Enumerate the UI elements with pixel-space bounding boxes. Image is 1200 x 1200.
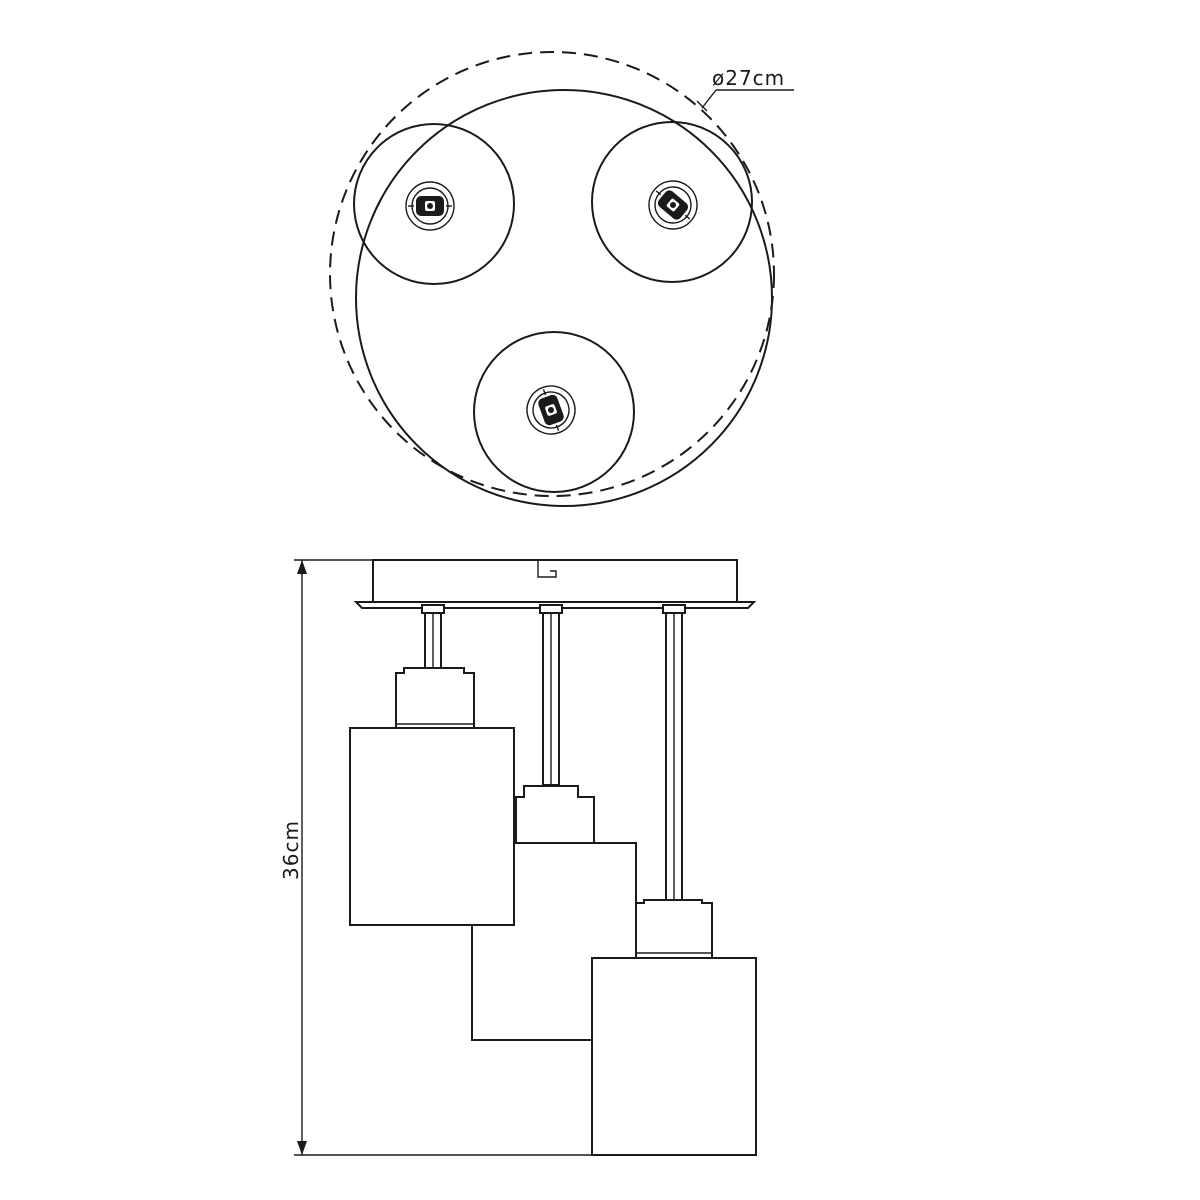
diameter-label: ø27cm <box>712 66 785 90</box>
canopy-body <box>372 559 738 603</box>
shade-ring-left <box>353 123 515 285</box>
stem-right <box>662 604 686 901</box>
side-view: 36cm <box>279 559 757 1156</box>
top-view: ø27cm <box>329 51 794 507</box>
socket-icon-left <box>405 181 455 231</box>
height-label: 36cm <box>279 820 303 880</box>
stem-middle <box>539 604 563 786</box>
canopy-circle <box>355 89 773 507</box>
screw-symbol <box>537 560 557 578</box>
shade-left <box>349 667 515 926</box>
height-dimension: 36cm <box>279 559 592 1156</box>
outer-dashed-circle <box>329 51 775 497</box>
socket-icon-right <box>648 180 698 230</box>
shade-ring-right <box>591 121 753 283</box>
shade-ring-bottom <box>473 331 635 493</box>
stem-left <box>421 604 445 669</box>
shade-right <box>591 899 757 1156</box>
socket-icon-bottom <box>526 385 576 435</box>
diameter-callout: ø27cm <box>696 66 794 112</box>
